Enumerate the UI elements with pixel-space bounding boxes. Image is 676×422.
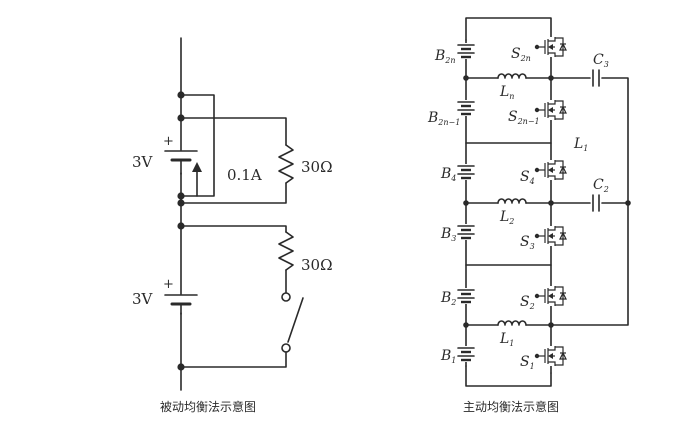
resistor-top-label: 30Ω: [301, 158, 333, 176]
battery-cell: [456, 346, 476, 362]
switch-label: S1: [520, 354, 535, 371]
battery-cell: [456, 43, 476, 59]
resistor-bottom-label: 30Ω: [301, 256, 333, 274]
battery-top-plus: +: [163, 134, 174, 149]
battery-label: B2n−1: [427, 110, 460, 127]
passive-caption: 被动均衡法示意图: [160, 399, 256, 414]
battery-cell: [456, 100, 476, 116]
battery-cell: [456, 164, 476, 180]
capacitor: [591, 194, 601, 212]
active-caption: 主动均衡法示意图: [463, 399, 559, 414]
resistor-bottom: [278, 231, 294, 271]
active-balancing-circuit: B2n B2n−1 B4 B3 B2 B1 S2n S2n−1 S4 S3 S2…: [427, 17, 631, 387]
passive-balancing-circuit: + 3V + 3V 0.1A 30Ω 30Ω: [132, 37, 333, 391]
battery-top: [164, 150, 198, 175]
inductor-label: L1: [499, 331, 514, 348]
switch-label: S4: [520, 169, 535, 186]
current-arrow-head: [192, 162, 202, 172]
battery-label: B1: [440, 348, 456, 365]
switch-label: S3: [520, 234, 535, 251]
switch-terminal: [281, 292, 291, 302]
battery-bottom-plus: +: [163, 277, 174, 292]
mosfet-switch: [534, 100, 567, 120]
resistor-top-wire: [180, 182, 287, 204]
switch-label: S2: [520, 294, 535, 311]
battery-bottom: [164, 294, 198, 315]
battery-cell: [456, 288, 476, 304]
mosfet-switch: [534, 226, 567, 246]
resistor-top-wire: [180, 117, 287, 146]
battery-cell: [456, 224, 476, 240]
battery-label: B2n: [434, 48, 456, 65]
inductor: [497, 198, 527, 204]
inductor-label: Ln: [499, 84, 514, 101]
switch-wire: [180, 351, 287, 368]
capacitor-label: C3: [593, 52, 609, 69]
battery-top-voltage: 3V: [132, 153, 154, 171]
mosfet-switch: [534, 286, 567, 306]
resistor-top: [278, 144, 294, 184]
capacitor: [591, 69, 601, 87]
bottom-rail: [465, 365, 552, 387]
resistor-bottom-wire: [180, 225, 287, 233]
switch-label: S2n−1: [508, 109, 540, 126]
inductor: [497, 320, 527, 326]
battery-label: B2: [440, 290, 456, 307]
inductor: [497, 73, 527, 79]
top-rail: [465, 17, 552, 41]
current-label: 0.1A: [227, 166, 262, 184]
switch-terminal: [281, 343, 291, 353]
mosfet-switch: [534, 346, 567, 366]
bus-label: L1: [573, 136, 588, 153]
switch-blade: [287, 297, 304, 343]
battery-bottom-voltage: 3V: [132, 290, 154, 308]
mosfet-switch: [534, 37, 567, 57]
inductor-label: L2: [499, 209, 514, 226]
mosfet-switch: [534, 160, 567, 180]
capacitor-label: C2: [593, 177, 609, 194]
switch-label: S2n: [511, 46, 531, 63]
battery-label: B3: [440, 226, 456, 243]
battery-label: B4: [440, 166, 456, 183]
